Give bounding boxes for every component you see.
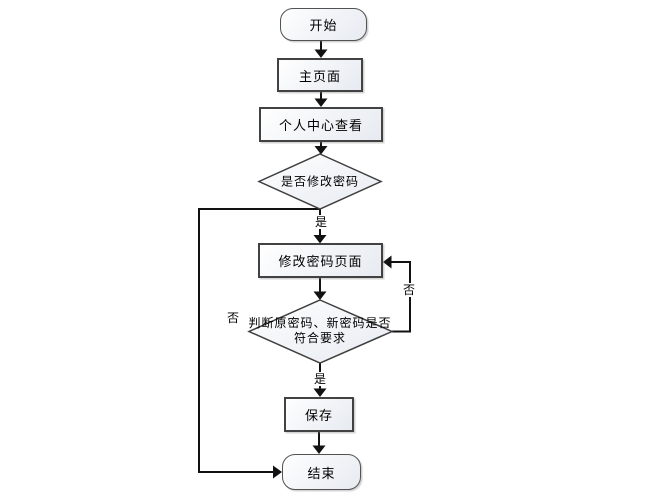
- arrowhead-modify-right: [383, 255, 392, 269]
- edge-label-no-modify: 否: [225, 311, 241, 325]
- edge-label-yes-valid: 是: [312, 372, 328, 386]
- arrowhead-end-top: [312, 445, 326, 454]
- arrowhead-save-top: [313, 388, 327, 397]
- node-start-label: 开始: [309, 18, 338, 33]
- node-personal-center: 个人中心查看: [259, 107, 383, 142]
- node-decision-modify-shape: [257, 153, 383, 210]
- arrowhead-personal-top: [314, 98, 328, 107]
- node-decision-modify-label: 是否修改密码: [280, 174, 360, 189]
- node-decision-validate-label: 判断原密码、新密码是否 符合要求: [248, 316, 391, 346]
- edge-label-no-valid: 否: [401, 283, 417, 297]
- node-end-label: 结束: [307, 465, 336, 481]
- node-main-page: 主页面: [277, 58, 363, 92]
- node-decision-validate-shape: [247, 299, 394, 364]
- node-change-password-page: 修改密码页面: [258, 243, 383, 278]
- arrowhead-end-left: [273, 465, 282, 479]
- arrowhead-modify-top: [313, 235, 327, 244]
- node-change-password-page-label: 修改密码页面: [278, 254, 363, 269]
- arrowheads: [273, 49, 392, 479]
- node-save: 保存: [284, 397, 354, 432]
- arrowhead-decision1-top: [314, 146, 328, 155]
- arrowhead-decision2-top: [313, 291, 327, 300]
- node-personal-center-label: 个人中心查看: [278, 118, 363, 133]
- node-save-label: 保存: [304, 408, 333, 423]
- node-end: 结束: [282, 454, 361, 490]
- edge-decision1-end-no: [198, 208, 320, 473]
- node-start: 开始: [280, 8, 367, 41]
- node-decision-validate-line2: 符合要求: [293, 331, 347, 345]
- arrowhead-main-top: [314, 49, 328, 58]
- edge-label-yes-modify: 是: [313, 215, 329, 229]
- node-decision-validate-line1: 判断原密码、新密码是否: [248, 316, 392, 330]
- node-main-page-label: 主页面: [298, 68, 341, 84]
